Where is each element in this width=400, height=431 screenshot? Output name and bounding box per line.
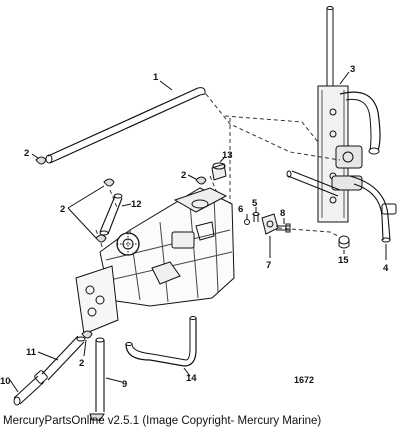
callout-3: 3 — [350, 64, 355, 75]
bracket-part-3[interactable] — [317, 6, 381, 223]
screw-part-8[interactable] — [276, 223, 291, 233]
callout-4: 4 — [383, 263, 389, 274]
callout-6: 6 — [238, 204, 243, 215]
leader-2c-1 — [67, 185, 105, 209]
callout-11: 11 — [26, 347, 37, 358]
callout-1: 1 — [153, 72, 159, 83]
hose-part-9[interactable] — [89, 337, 105, 421]
fitting-part-15[interactable] — [338, 235, 350, 249]
clamp-part-2-a[interactable] — [35, 156, 47, 165]
bracket-part-7[interactable] — [261, 213, 279, 235]
callout-10: 10 — [0, 376, 11, 387]
clamp-part-2-c[interactable] — [95, 178, 115, 243]
callout-15: 15 — [338, 255, 349, 266]
engine-block[interactable] — [75, 187, 235, 335]
leader-1 — [159, 80, 173, 91]
callout-12: 12 — [131, 199, 142, 210]
washer-part-6[interactable] — [244, 219, 250, 225]
callout-7: 7 — [266, 260, 271, 271]
clamp-part-2-b[interactable] — [195, 176, 207, 185]
hose-part-11[interactable] — [41, 335, 86, 381]
fitting-part-10[interactable] — [13, 370, 48, 406]
callout-2b: 2 — [181, 170, 186, 181]
callout-2c: 2 — [60, 204, 65, 215]
hose-part-1[interactable] — [45, 87, 206, 164]
leader-11 — [37, 351, 59, 361]
callout-2a: 2 — [24, 148, 29, 159]
callout-9: 9 — [122, 379, 127, 390]
leader-2b — [187, 174, 197, 180]
leader-2a — [31, 153, 39, 159]
image-caption: MercuryPartsOnline v2.5.1 (Image Copyrig… — [3, 415, 322, 427]
leader-10 — [9, 379, 19, 393]
callout-5: 5 — [252, 198, 258, 209]
leader-3 — [339, 71, 350, 85]
side-hose[interactable] — [286, 170, 341, 197]
hose-part-12[interactable] — [99, 193, 123, 236]
callout-2d: 2 — [79, 358, 84, 369]
callout-13: 13 — [222, 150, 233, 161]
leader-2d — [83, 339, 87, 357]
leader-2c-2 — [67, 207, 97, 239]
callout-14: 14 — [186, 373, 197, 384]
hose-part-14[interactable] — [125, 316, 197, 367]
leader-12 — [121, 203, 132, 207]
hose-part-4[interactable] — [349, 175, 397, 243]
leader-9 — [105, 377, 123, 383]
bolt-part-5[interactable] — [252, 212, 260, 223]
leader-14 — [183, 367, 191, 377]
callout-8: 8 — [280, 208, 285, 219]
leader-13 — [219, 157, 225, 163]
fitting-part-13[interactable] — [211, 162, 227, 181]
clamp-part-2-d[interactable] — [81, 330, 93, 339]
figure-number: 1672 — [294, 375, 314, 385]
